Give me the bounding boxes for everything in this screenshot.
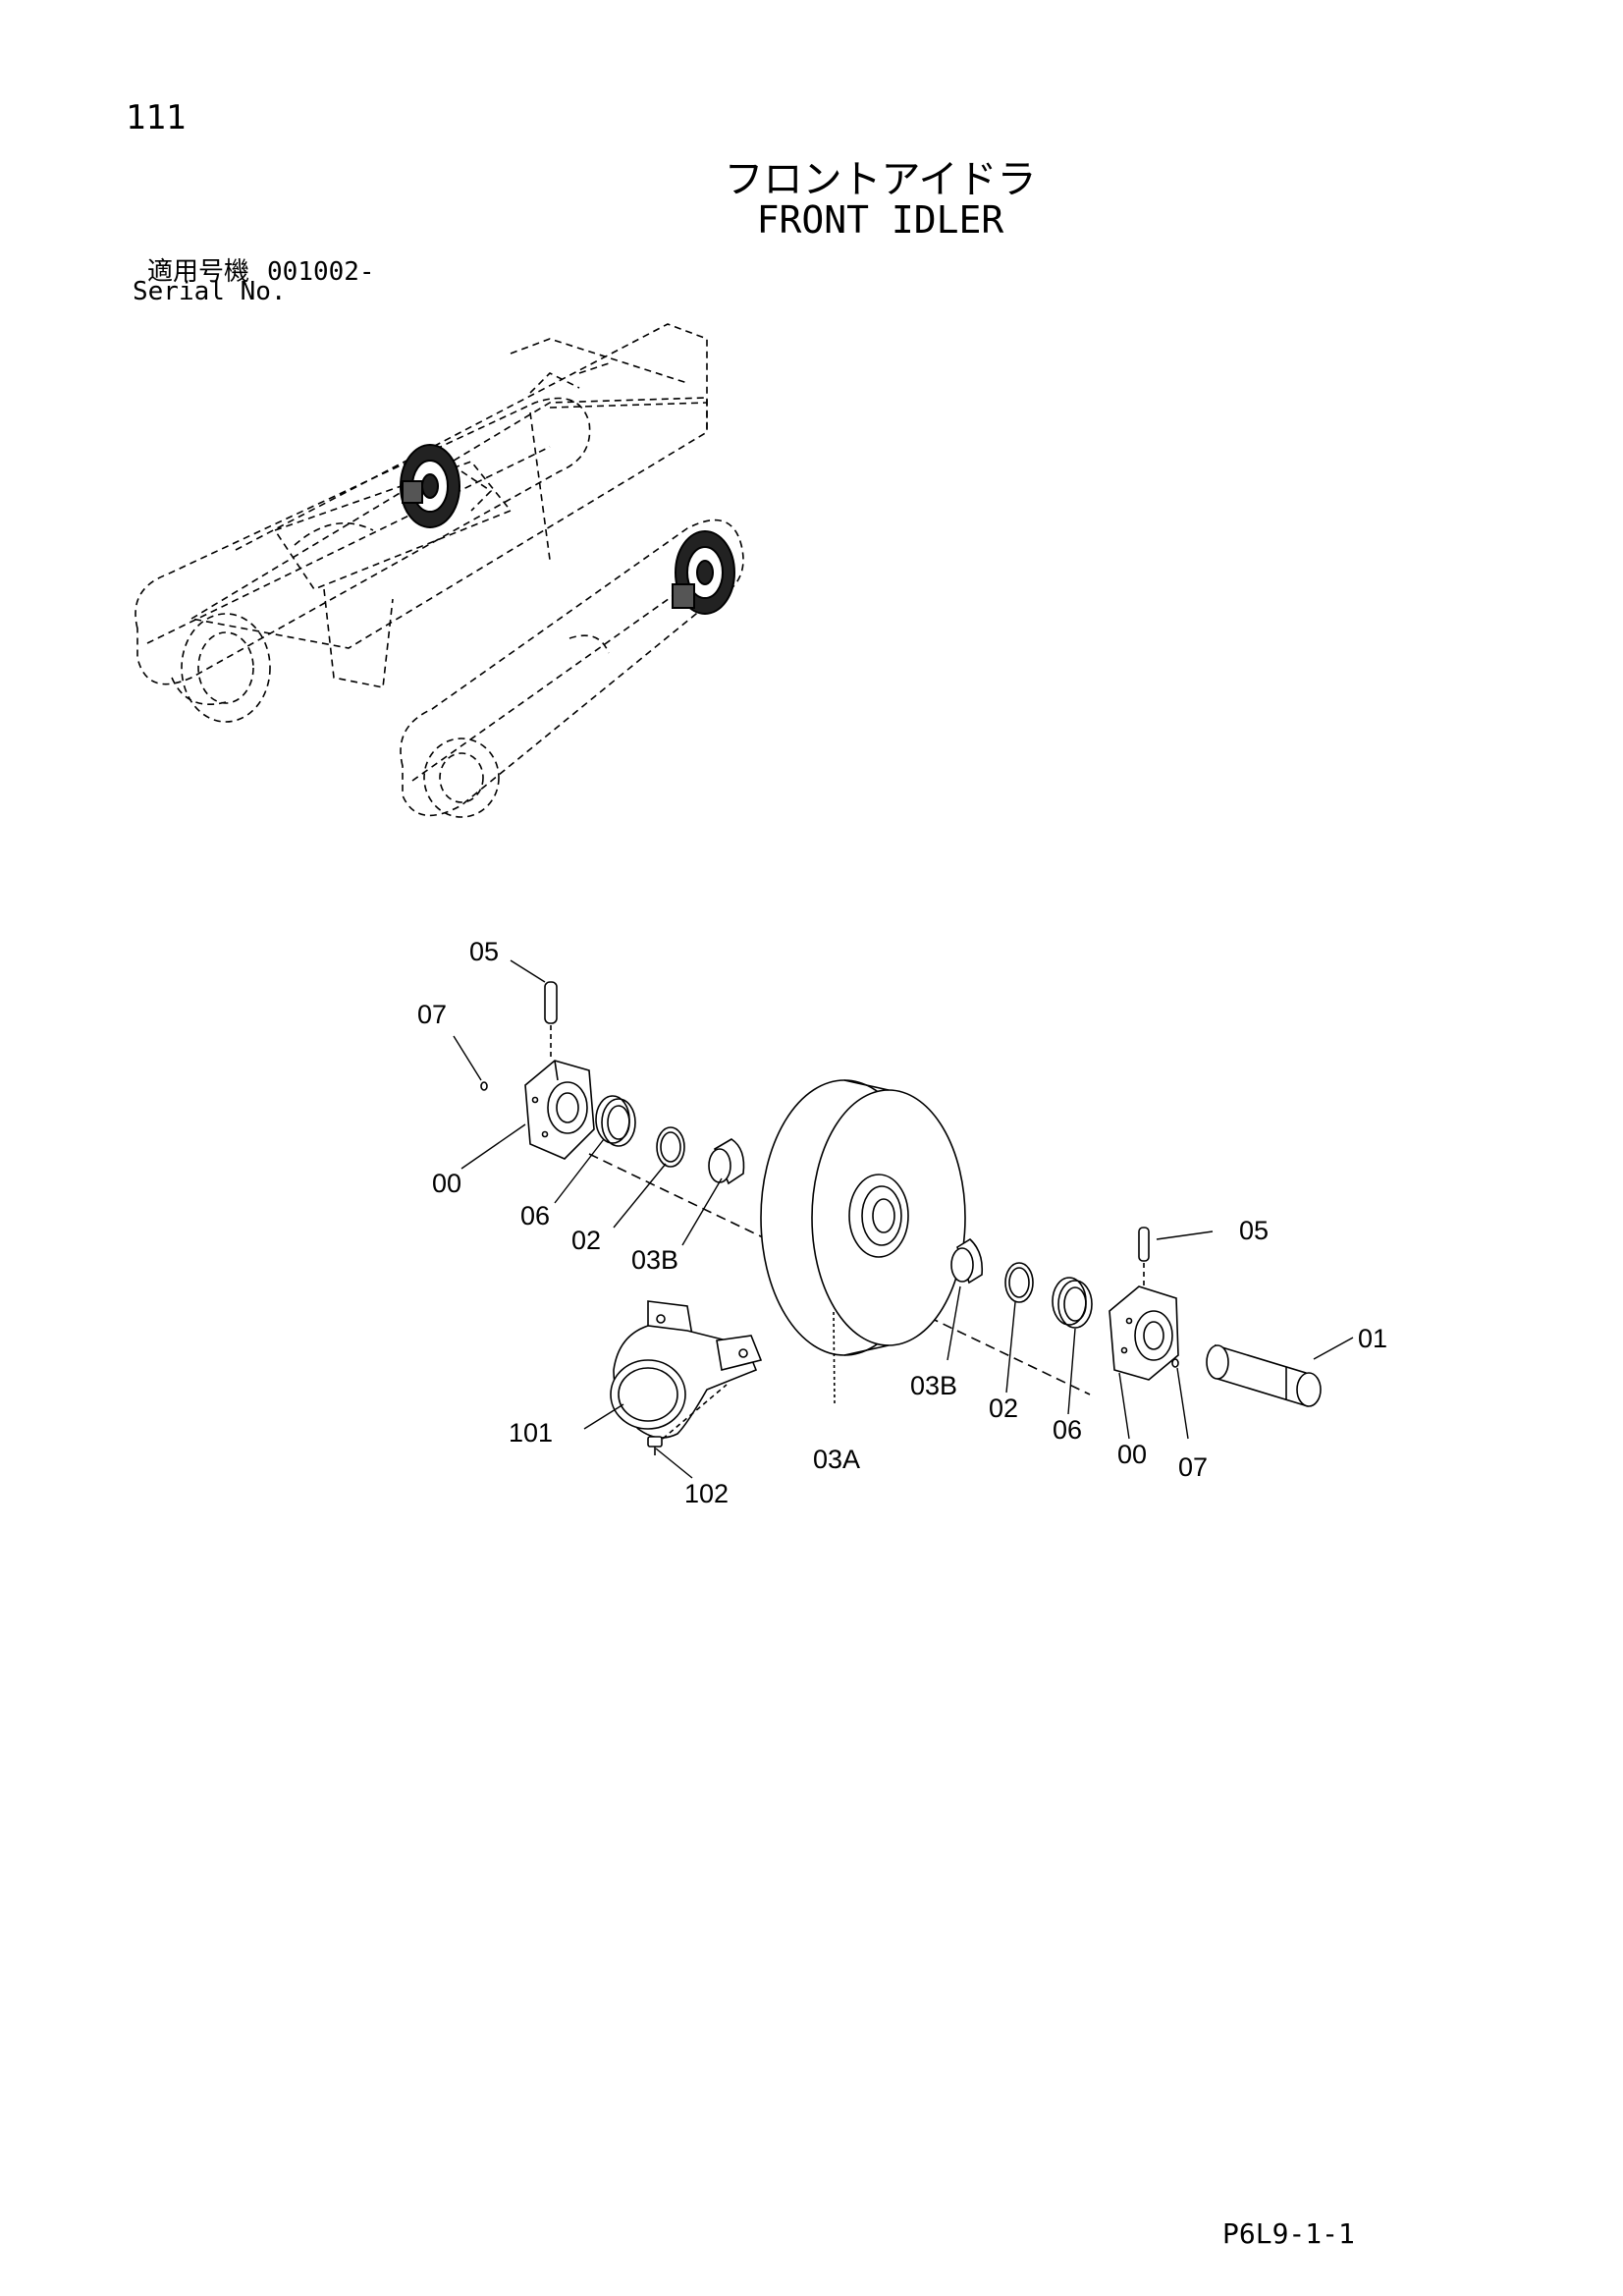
label-07-right: 07 [1178,1452,1208,1482]
part-07-left-bolt [480,1081,488,1091]
serial-number: 001002- [267,257,375,287]
part-05-right-pin [1138,1227,1150,1288]
part-06-right-seal [1052,1277,1093,1329]
part-01-shaft [1206,1343,1322,1407]
page-title-english: FRONT IDLER [756,198,1004,242]
part-00-left-housing [524,1060,595,1160]
label-03a: 03A [813,1445,860,1474]
label-01: 01 [1358,1324,1387,1353]
label-00-left: 00 [432,1169,461,1198]
label-05-top: 05 [469,937,499,966]
track-frame [189,397,708,649]
page-title-japanese: フロントアイドラ [724,157,1037,202]
part-05-top-pin [544,981,558,1059]
label-03b-left: 03B [631,1245,678,1275]
exploded-view [480,981,1322,1455]
label-07-left: 07 [417,1000,447,1029]
serial-label-japanese: 適用号機 001002- [147,251,375,288]
label-00-right: 00 [1117,1440,1147,1469]
label-03b-right: 03B [910,1371,957,1400]
part-02-right-oring [1004,1262,1034,1303]
label-02-right: 02 [989,1394,1018,1423]
part-labels: 05 07 00 06 02 03B 05 01 03B 02 06 00 07… [417,937,1387,1508]
label-102: 102 [684,1479,729,1508]
part-101-guard [610,1300,763,1440]
assembly-axis [588,1153,1091,1395]
part-02-left-oring [656,1126,685,1168]
page-number: 111 [126,98,187,137]
serial-label-english: Serial No. [133,277,287,306]
undercarriage-overview [135,323,744,818]
serial-label-jp-text: 適用号機 [147,257,250,287]
part-03a-idler-wheel [760,1079,966,1405]
label-06-left: 06 [520,1201,550,1230]
document-code: P6L9-1-1 [1222,2217,1355,2250]
track-left [135,397,591,685]
label-02-left: 02 [571,1226,601,1255]
label-06-right: 06 [1053,1415,1082,1445]
idler-highlight-rear [400,444,460,528]
leader-lines [453,959,1354,1479]
part-07-right-bolt [1171,1358,1179,1368]
track-right [400,519,744,817]
part-00-right-housing [1109,1285,1179,1381]
idler-highlight-front [672,530,735,615]
part-03b-right-bushing [950,1237,984,1285]
label-05-right: 05 [1239,1216,1269,1245]
part-03b-left-bushing [708,1138,745,1185]
part-102-bolt [647,1436,663,1455]
label-101: 101 [509,1418,553,1448]
part-06-left-seal [595,1095,636,1147]
